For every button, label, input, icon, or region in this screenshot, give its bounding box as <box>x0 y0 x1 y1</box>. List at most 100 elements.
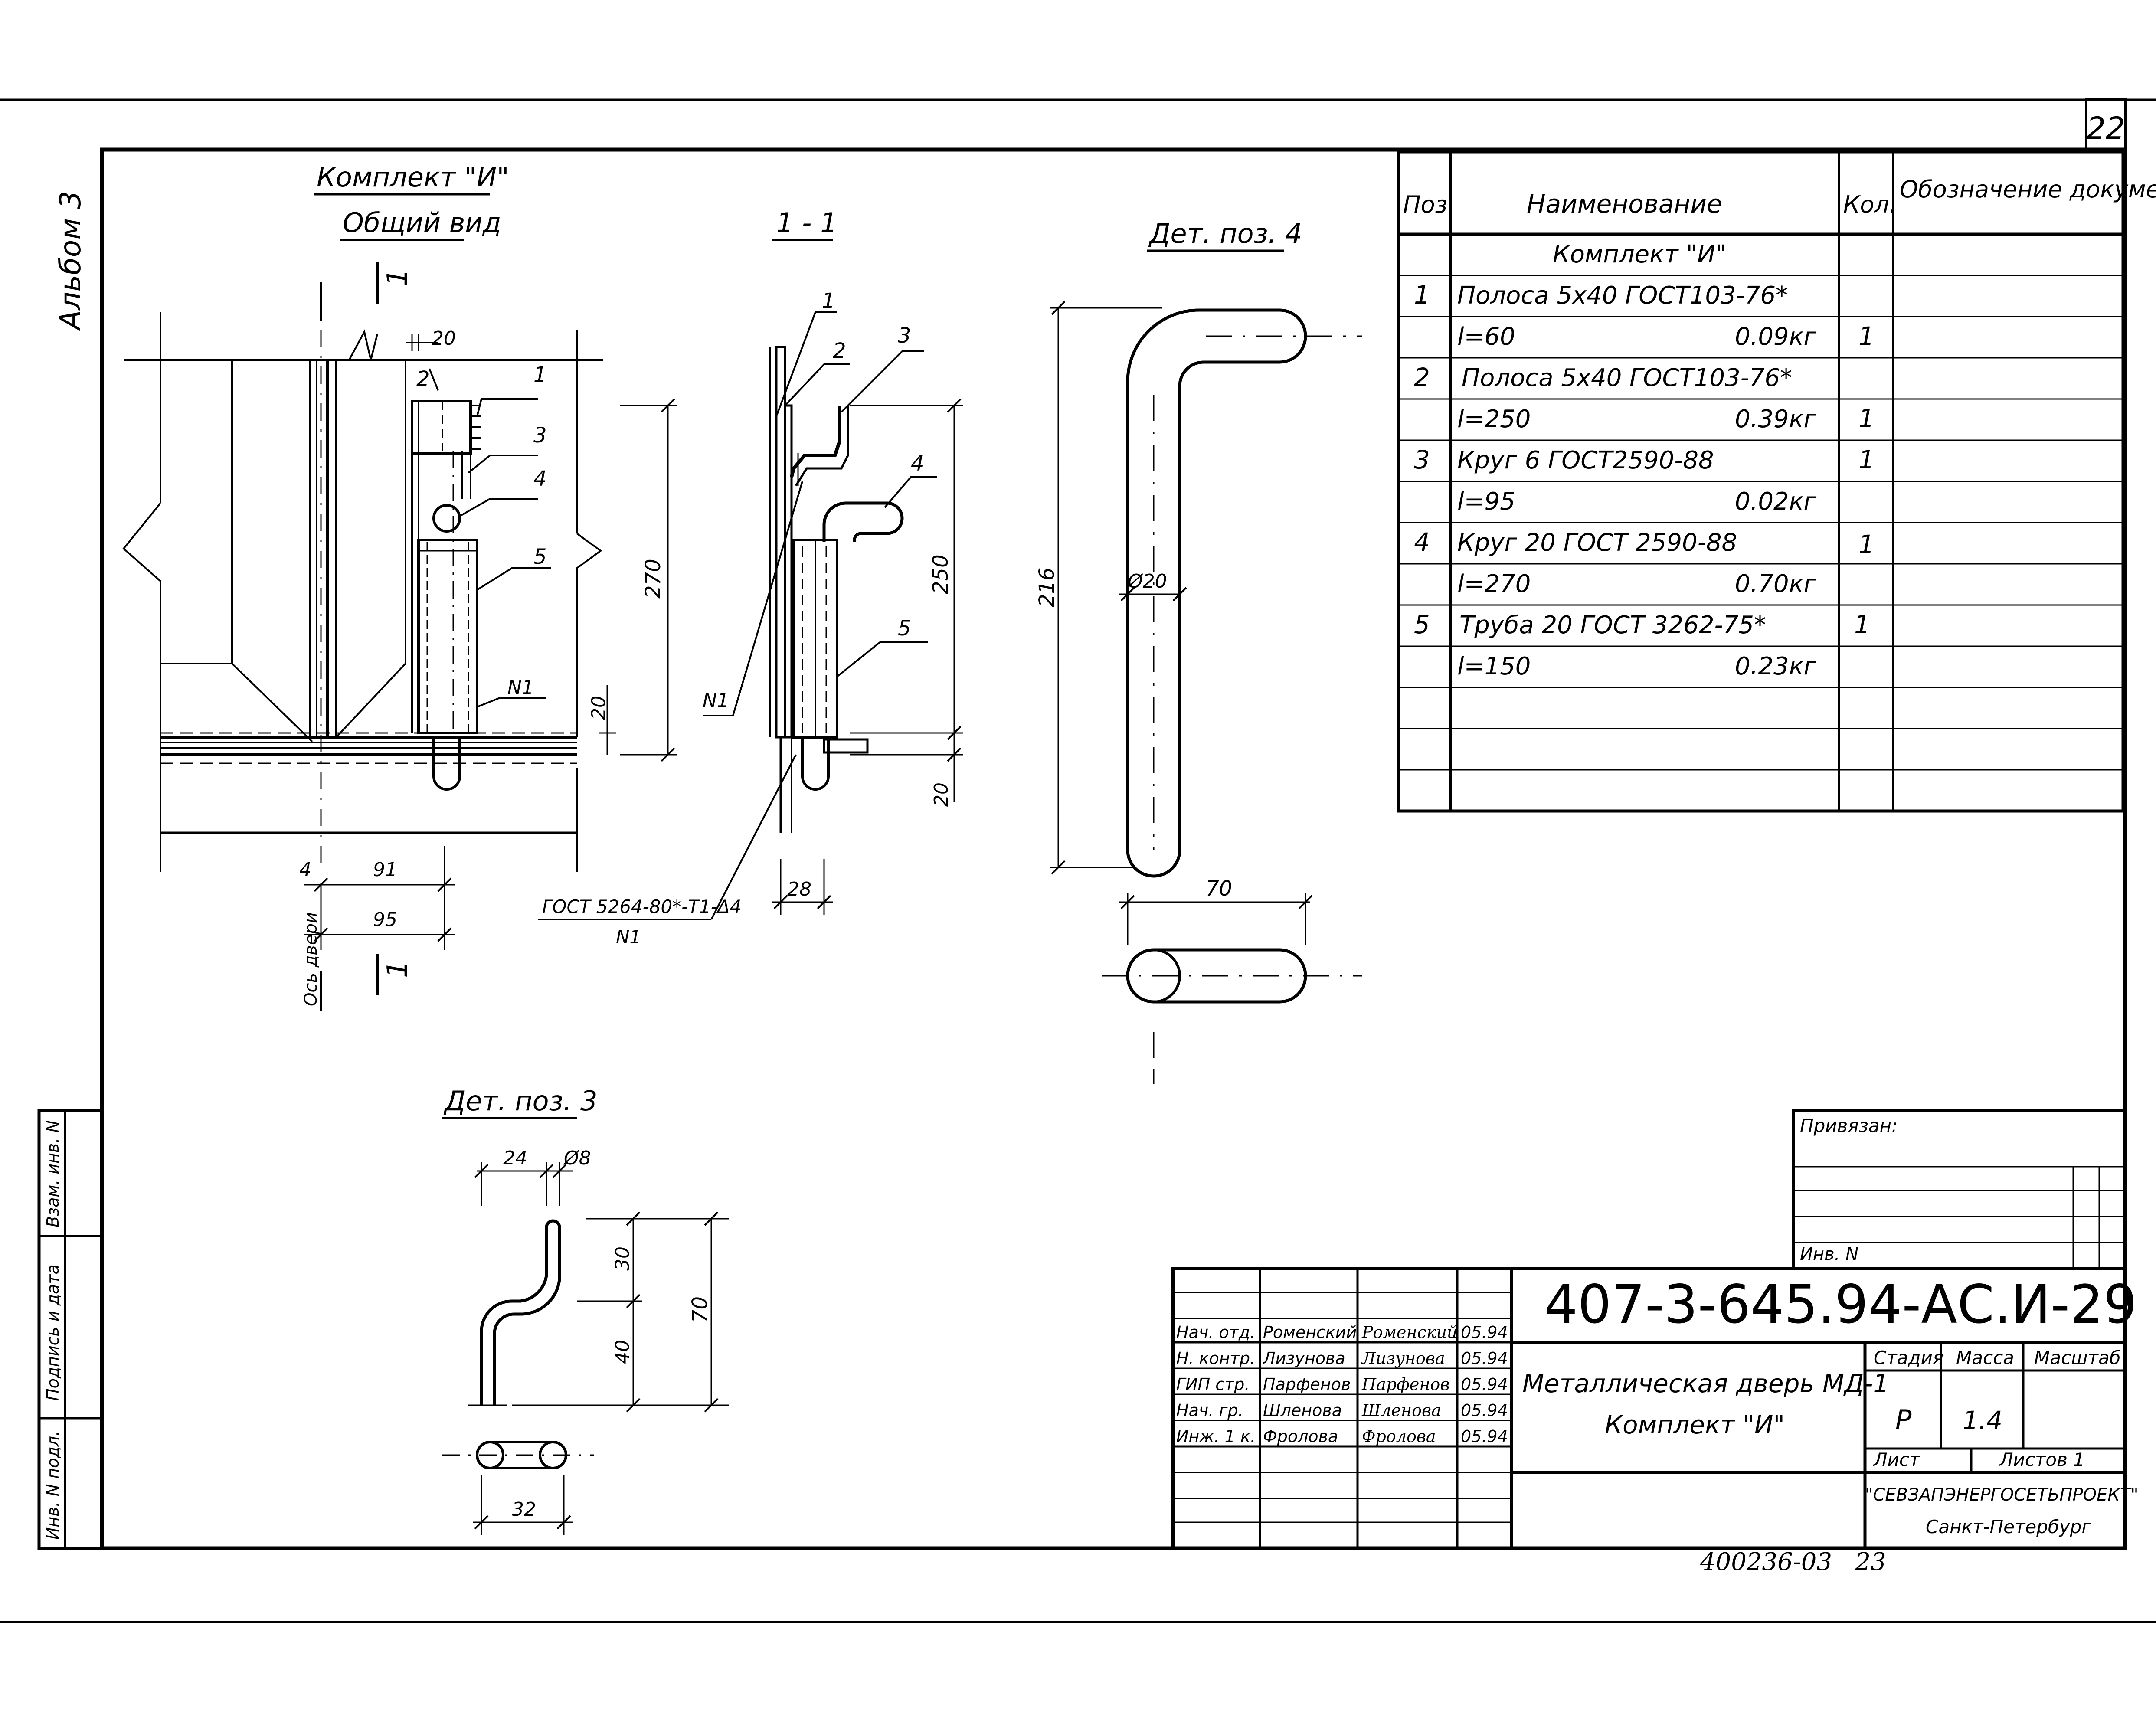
dim-detail3-h1: 30 <box>612 1246 634 1271</box>
side-stamp-sign: Подпись и дата <box>43 1264 62 1401</box>
detail3-title: Дет. поз. 3 <box>443 1085 597 1117</box>
drawing-title-line1: Металлическая дверь МД-1 <box>1522 1369 1889 1398</box>
mark-gv-n1: N1 <box>507 677 534 699</box>
spec-row-2-name: l=60 <box>1457 323 1515 351</box>
archive-number: 400236-03 23 <box>1700 1548 1886 1576</box>
spec-table <box>1397 150 2125 813</box>
drawing-title-line2: Комплект "И" <box>1605 1410 1785 1439</box>
city: Санкт-Петербург <box>1926 1516 2091 1537</box>
spec-row-4-name: l=250 <box>1457 405 1531 433</box>
dim-detail4-diameter: Ø20 <box>1127 570 1167 592</box>
spec-row-8-name: l=270 <box>1457 570 1531 598</box>
general-view-drawing <box>122 262 677 1011</box>
spec-header-pos: Поз. <box>1403 191 1455 218</box>
spec-header-qty: Кол. <box>1843 191 1897 218</box>
weld-sub-label: N1 <box>616 926 641 948</box>
dim-general-w1: 4 <box>299 859 311 881</box>
mass-header: Масса <box>1956 1347 2014 1368</box>
name-3: Парфенов <box>1263 1375 1351 1394</box>
mark-sec-2: 2 <box>833 339 846 363</box>
date-5: 05.94 <box>1461 1427 1508 1446</box>
dim-detail3-h2: 40 <box>612 1340 634 1364</box>
inv-n-label: Инв. N <box>1800 1244 1858 1264</box>
mark-sec-4: 4 <box>911 451 924 476</box>
spec-row-6-mass: 0.02кг <box>1735 487 1817 516</box>
detail4-drawing <box>1050 301 1362 1084</box>
album-label: Альбом 3 <box>54 191 87 331</box>
mass-value: 1.4 <box>1963 1406 2002 1435</box>
document-code: 407-3-645.94-АС.И-29 <box>1544 1274 2137 1335</box>
spec-row-6-name: l=95 <box>1457 487 1515 516</box>
sign-1: Роменский <box>1361 1323 1457 1342</box>
dim-general-top: 20 <box>432 327 456 350</box>
general-view-title: Комплект "И" <box>317 161 509 193</box>
date-1: 05.94 <box>1461 1323 1508 1342</box>
dim-section-height: 250 <box>929 554 953 594</box>
dim-general-bottom: 20 <box>588 696 610 720</box>
spec-row-9-qty: 1 <box>1854 610 1870 639</box>
sheets-label: Листов 1 <box>1999 1449 2085 1470</box>
section-title: 1 - 1 <box>776 207 838 239</box>
spec-header-doc-text: Обозначение документа <box>1900 176 2156 203</box>
role-1: Нач. отд. <box>1176 1323 1255 1342</box>
dim-detail3-d: Ø8 <box>563 1147 591 1169</box>
side-stamp: Взам. инв. N Подпись и дата Инв. N подл. <box>37 1109 104 1550</box>
spec-group-title: Комплект "И" <box>1553 240 1727 268</box>
mark-sec-3: 3 <box>898 324 911 348</box>
section-view-drawing <box>538 311 963 920</box>
privyazan-label: Привязан: <box>1800 1115 1898 1136</box>
mark-gv-2: 2 <box>416 367 430 391</box>
spec-header-name: Наименование <box>1527 189 1722 219</box>
spec-row-7-qty: 1 <box>1858 530 1875 559</box>
spec-row-7-pos: 4 <box>1414 527 1430 557</box>
door-axis-label: Ось двери <box>301 912 321 1006</box>
organization: "СЕВЗАПЭНЕРГОСЕТЬПРОЕКТ" <box>1865 1485 2139 1505</box>
cut-marker-top: 1 <box>382 268 414 286</box>
name-1: Роменский <box>1263 1323 1357 1342</box>
spec-row-3-pos: 2 <box>1414 363 1430 392</box>
spec-row-8-mass: 0.70кг <box>1735 570 1817 598</box>
general-view-subtitle: Общий вид <box>343 207 501 239</box>
role-2: Н. контр. <box>1176 1349 1255 1368</box>
sign-2: Лизунова <box>1361 1349 1445 1368</box>
spec-row-2-qty: 1 <box>1858 321 1875 351</box>
scale-header: Масштаб <box>2034 1347 2121 1368</box>
spec-row-5-qty: 1 <box>1858 445 1875 474</box>
dim-detail3-w: 24 <box>503 1147 527 1169</box>
role-3: ГИП стр. <box>1176 1375 1250 1394</box>
spec-row-3-name: Полоса 5х40 ГОСТ103-76* <box>1462 364 1792 392</box>
side-stamp-replace: Взам. инв. N <box>43 1120 62 1227</box>
cut-marker-bottom: 1 <box>382 960 414 978</box>
stage-value: Р <box>1895 1404 1912 1436</box>
spec-row-4-mass: 0.39кг <box>1735 405 1817 433</box>
role-4: Нач. гр. <box>1176 1401 1243 1420</box>
name-5: Фролова <box>1263 1427 1338 1446</box>
date-2: 05.94 <box>1461 1349 1508 1368</box>
dim-detail4-height: 216 <box>1035 567 1059 607</box>
dim-section-width: 28 <box>787 878 811 900</box>
spec-row-1-pos: 1 <box>1414 280 1430 310</box>
dim-section-bottom: 20 <box>930 782 952 807</box>
spec-row-1-name: Полоса 5х40 ГОСТ103-76* <box>1457 281 1788 310</box>
title-block <box>1171 1109 2127 1550</box>
dim-detail3-bottom: 32 <box>512 1498 536 1521</box>
detail4-title: Дет. поз. 4 <box>1148 218 1302 249</box>
sign-4: Шленова <box>1361 1401 1441 1420</box>
mark-gv-5: 5 <box>533 545 547 569</box>
spec-row-9-name: Труба 20 ГОСТ 3262-75* <box>1459 611 1766 639</box>
spec-header-doc: Обозначение документа <box>1900 176 2156 203</box>
spec-row-7-name: Круг 20 ГОСТ 2590-88 <box>1457 529 1737 557</box>
detail3-drawing <box>442 1162 729 1535</box>
spec-row-10-name: l=150 <box>1457 652 1531 680</box>
spec-row-10-mass: 0.23кг <box>1735 652 1817 680</box>
dim-general-w3: 95 <box>373 909 397 931</box>
mark-sec-5: 5 <box>898 616 911 641</box>
weld-label: ГОСТ 5264-80*-Т1-Δ4 <box>542 896 741 917</box>
sign-5: Фролова <box>1362 1427 1436 1446</box>
stage-header: Стадия <box>1874 1347 1943 1368</box>
mark-sec-1: 1 <box>822 289 835 313</box>
dim-detail4-width: 70 <box>1206 877 1232 901</box>
date-4: 05.94 <box>1461 1401 1508 1420</box>
dim-detail3-total: 70 <box>688 1296 712 1323</box>
